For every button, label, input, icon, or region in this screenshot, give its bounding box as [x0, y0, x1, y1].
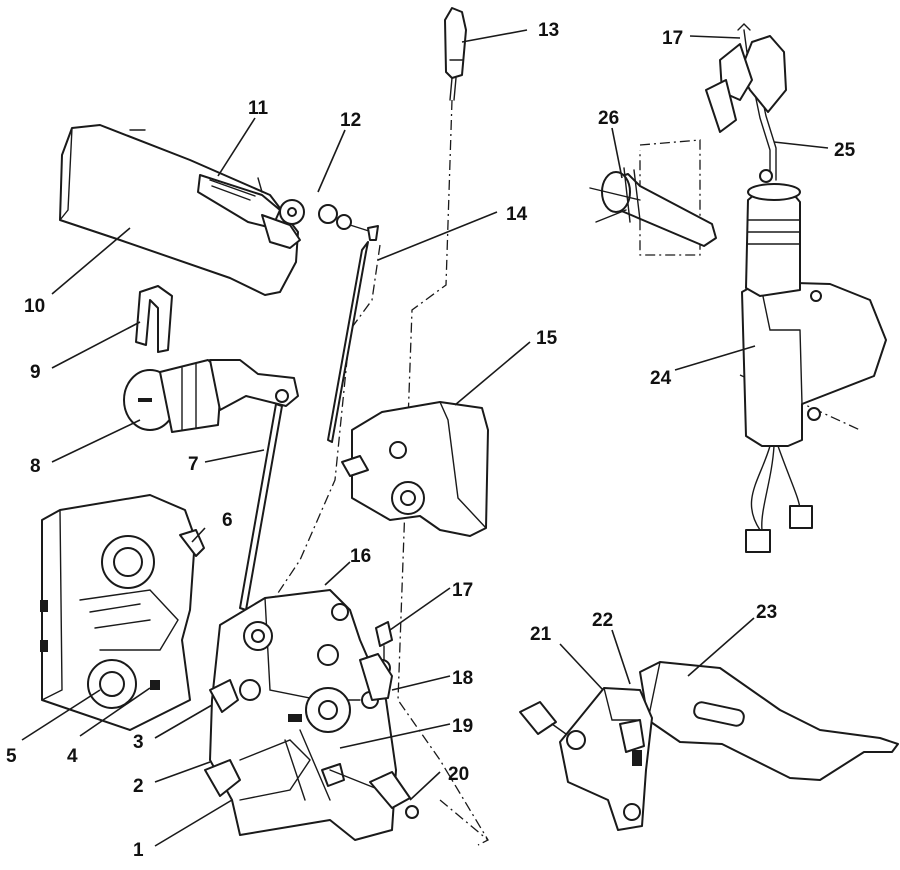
- label-18: 18: [452, 668, 473, 689]
- bellcrank-18: [359, 653, 393, 701]
- label-6: 6: [222, 510, 233, 531]
- sensor-26: [589, 167, 717, 247]
- label-17-lower: 17: [452, 580, 473, 601]
- label-11: 11: [248, 98, 269, 119]
- outside-door-handle: [59, 124, 305, 296]
- label-1: 1: [133, 840, 144, 861]
- label-24: 24: [650, 368, 672, 389]
- lock-button-rod-13: [444, 7, 467, 101]
- actuator-clip-17-upper: [705, 23, 787, 133]
- label-4: 4: [67, 746, 78, 767]
- label-23: 23: [756, 602, 777, 623]
- label-12: 12: [340, 110, 361, 131]
- central-lock-actuator-24: [741, 183, 887, 447]
- inside-handle-23: [639, 661, 899, 781]
- label-16: 16: [350, 546, 371, 567]
- cylinder-rod-7: [239, 403, 283, 611]
- label-17-upper: 17: [662, 28, 683, 49]
- door-lock-mechanism-16: [204, 589, 397, 841]
- inside-handle-bracket-21: [519, 687, 653, 831]
- lock-cylinder-8: [123, 359, 299, 433]
- label-8: 8: [30, 456, 41, 477]
- label-5: 5: [6, 746, 17, 767]
- label-13: 13: [538, 20, 559, 41]
- actuator-housing-6: [40, 494, 205, 731]
- label-3: 3: [133, 732, 144, 753]
- handle-rod-12: [318, 204, 379, 241]
- label-15: 15: [536, 328, 558, 349]
- actuator-rod-25: [743, 29, 777, 183]
- label-9: 9: [30, 362, 41, 383]
- striker-15: [341, 401, 489, 537]
- label-20: 20: [448, 764, 469, 785]
- retaining-clip-9: [135, 285, 173, 353]
- label-2: 2: [133, 776, 144, 797]
- connecting-rod-20: [329, 769, 419, 819]
- label-19: 19: [452, 716, 473, 737]
- label-10: 10: [24, 296, 45, 317]
- callout-labels: 1 2 3 4 5 6 7 8 9 10 11 12 13 14 15 16 1…: [6, 20, 856, 861]
- label-26: 26: [598, 108, 619, 129]
- label-21: 21: [530, 624, 552, 645]
- label-7: 7: [188, 454, 199, 475]
- actuator-wiring: [745, 445, 813, 553]
- label-25: 25: [834, 140, 856, 161]
- lock-rod-14: [327, 241, 369, 443]
- leader-lines: [21, 29, 829, 847]
- label-14: 14: [506, 204, 528, 225]
- label-22: 22: [592, 610, 613, 631]
